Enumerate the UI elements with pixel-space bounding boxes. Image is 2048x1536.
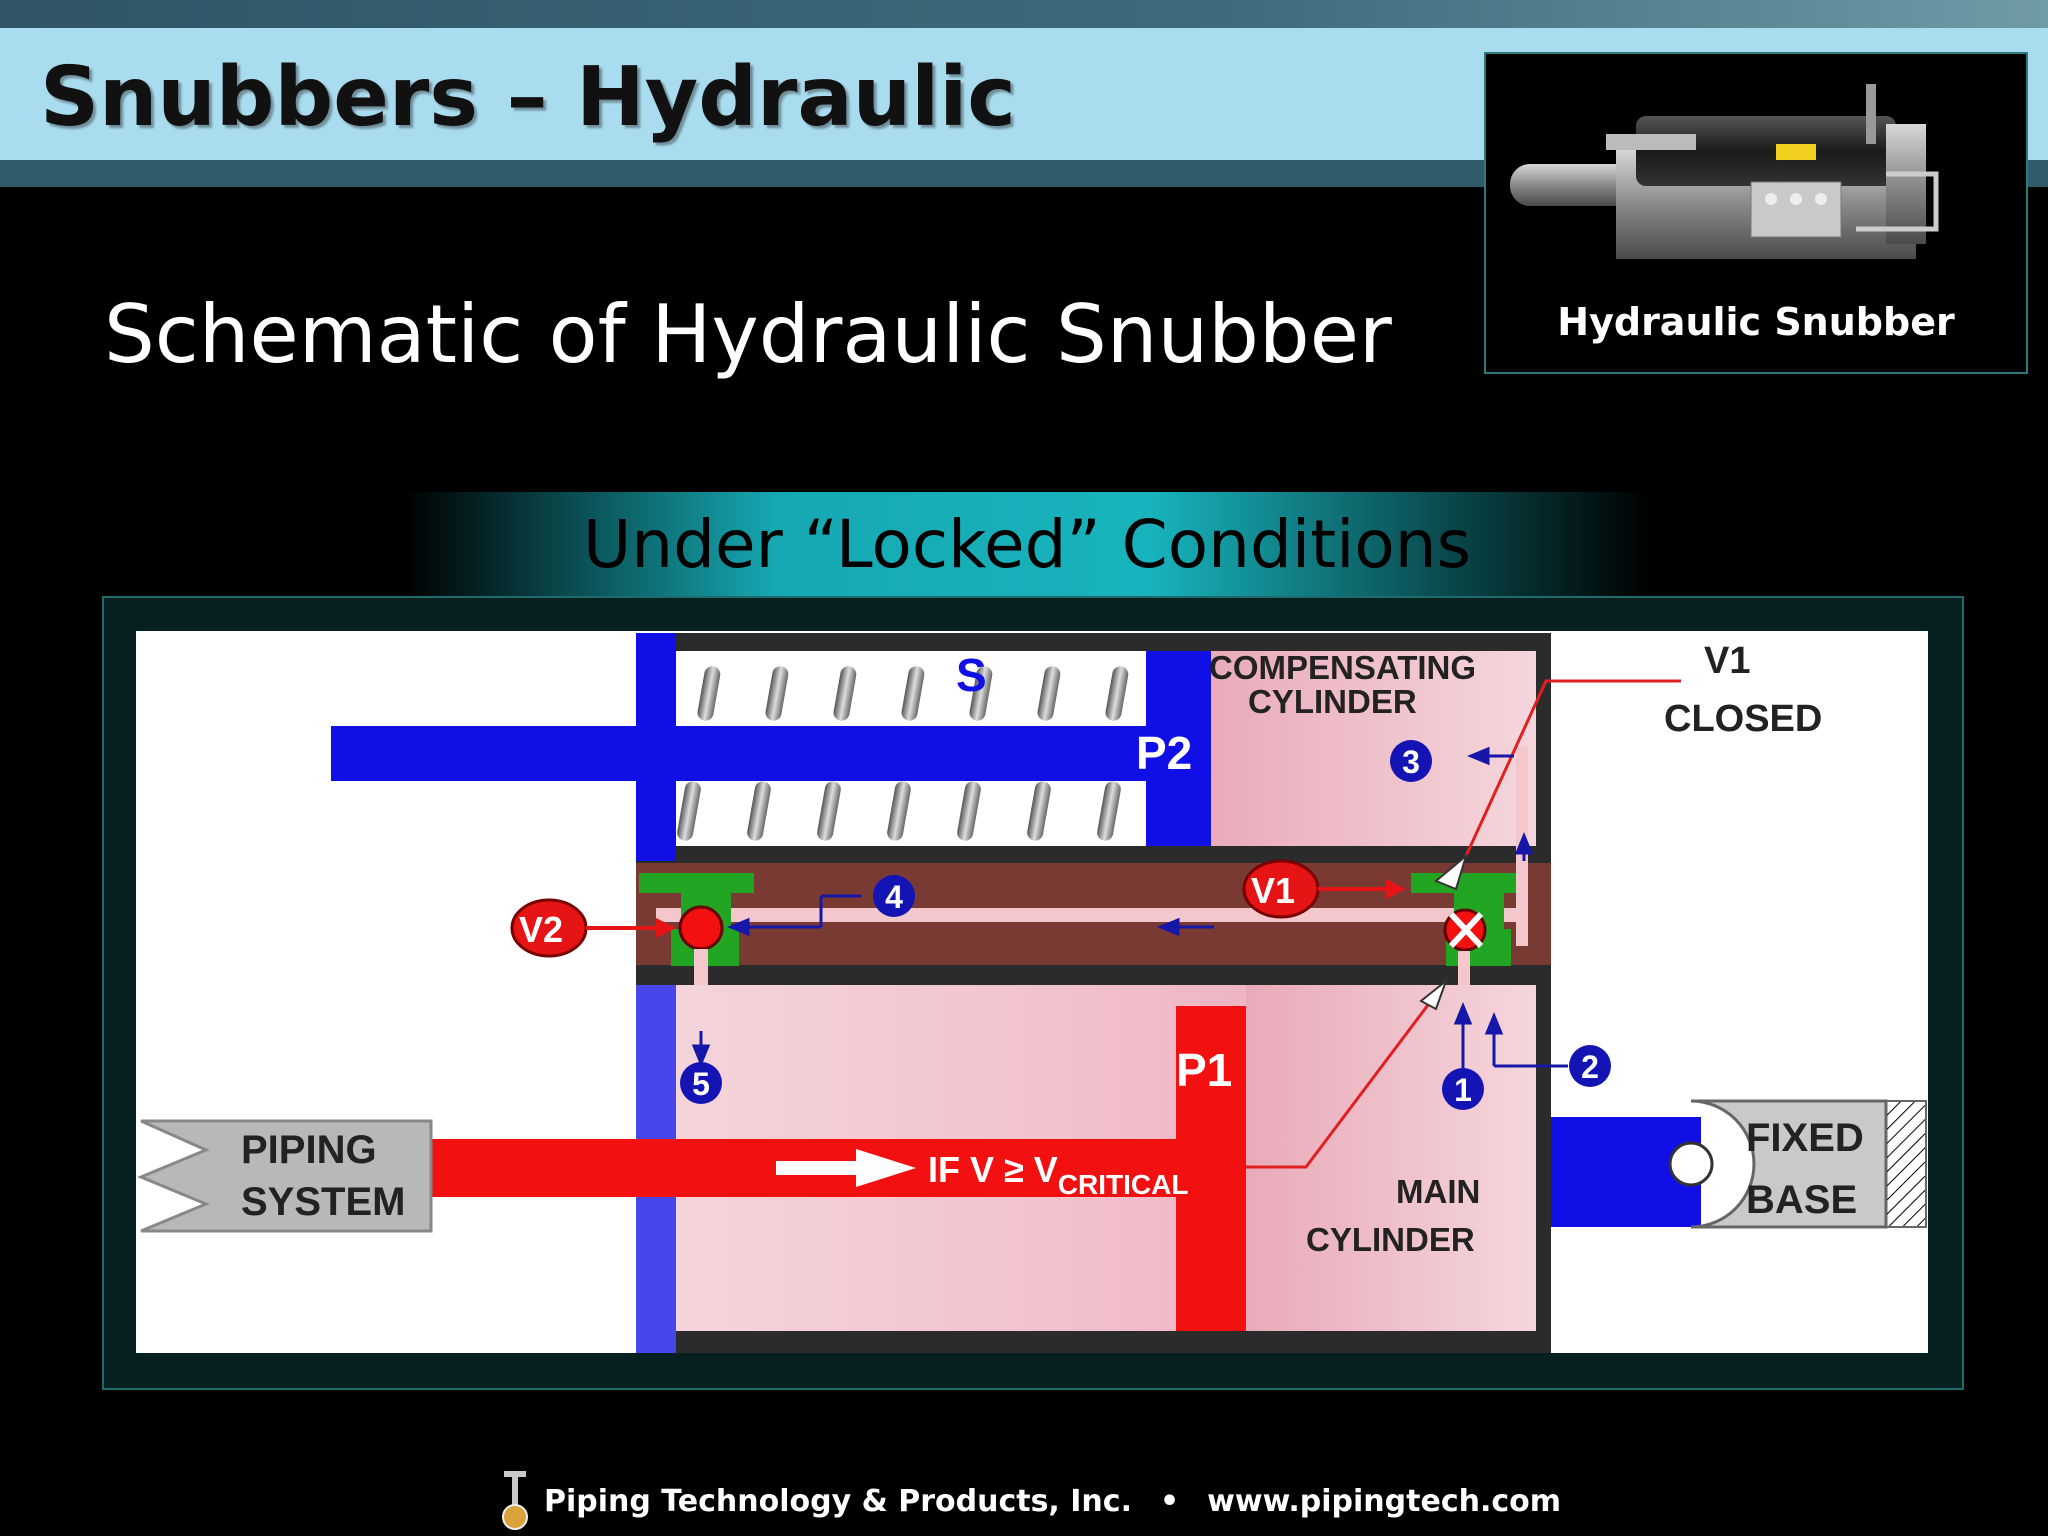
fixed-label: FIXED (1746, 1116, 1864, 1160)
slide-title: Snubbers – Hydraulic (40, 50, 1016, 145)
footer-separator: • (1159, 1483, 1180, 1519)
main-label: MAIN (1396, 1173, 1480, 1210)
passage-wall (636, 965, 1551, 985)
marker-4: 4 (873, 875, 915, 917)
condition-banner: Under “Locked” Conditions (404, 492, 1650, 596)
v1-badge: V1 (1242, 859, 1406, 919)
piping-system-block (137, 1119, 433, 1233)
spring-coils (677, 666, 1129, 841)
svg-text:2: 2 (1581, 1049, 1599, 1085)
footer: Piping Technology & Products, Inc. • www… (500, 1471, 1562, 1530)
v1-status-label: V1 (1704, 640, 1750, 682)
main-label-2: CYLINDER (1306, 1221, 1475, 1258)
svg-text:V1: V1 (1251, 870, 1295, 911)
fixed-label-2: BASE (1746, 1178, 1857, 1222)
hydraulic-snubber-photo (1510, 84, 1939, 259)
snubber-schematic: COMPENSATING CYLINDER S P2 P1 IF V ≥ VCR… (136, 631, 1928, 1353)
svg-text:V2: V2 (519, 909, 563, 950)
velocity-arrow (776, 1149, 916, 1187)
compensating-fluid (1201, 651, 1536, 846)
piping-label-2: SYSTEM (241, 1180, 405, 1224)
compensating-piston (1146, 651, 1211, 846)
svg-text:4: 4 (885, 879, 903, 915)
v1-arrowhead (1434, 853, 1468, 891)
compensating-label: COMPENSATING (1209, 649, 1476, 686)
fixed-base-block (1690, 1099, 1888, 1229)
company-logo-icon (502, 1471, 528, 1530)
v1-closed-leader (1464, 679, 1681, 857)
fixed-base-hatch (1885, 1100, 1927, 1228)
p2-label: P2 (1136, 727, 1192, 779)
marker-2: 2 (1569, 1045, 1611, 1087)
banner-title: Under “Locked” Conditions (582, 506, 1472, 583)
passage-channel (656, 908, 1516, 922)
compensating-label-2: CYLINDER (1248, 683, 1417, 720)
piping-label: PIPING (241, 1128, 377, 1172)
critical-leader (1246, 980, 1448, 1169)
main-cylinder-fluid-right (1246, 985, 1536, 1331)
footer-company: Piping Technology & Products, Inc. (544, 1483, 1132, 1519)
svg-text:3: 3 (1402, 744, 1420, 780)
spring-label: S (956, 649, 987, 701)
marker-5: 5 (680, 1062, 722, 1104)
compensating-piston-rod (331, 726, 1166, 781)
svg-text:5: 5 (692, 1066, 710, 1102)
v1-status-label-2: CLOSED (1664, 698, 1822, 740)
flow-arrows (691, 746, 1568, 1071)
p1-label: P1 (1176, 1044, 1232, 1096)
svg-text:1: 1 (1454, 1072, 1472, 1108)
slide-subtitle: Schematic of Hydraulic Snubber (104, 288, 1392, 381)
pin-joint (1668, 1141, 1714, 1187)
marker-1: 1 (1442, 1068, 1484, 1110)
v2-badge: V2 (510, 898, 676, 958)
condition-label: IF V ≥ VCRITICAL (928, 1149, 1188, 1200)
critical-arrowhead (1419, 978, 1449, 1011)
footer-website[interactable]: www.pipingtech.com (1207, 1483, 1562, 1519)
top-strip (0, 0, 2048, 28)
upper-blue-wall (636, 633, 676, 861)
photo-caption: Hydraulic Snubber (1557, 300, 1955, 344)
snubber-photo-box: Hydraulic Snubber (1484, 52, 2028, 374)
marker-3: 3 (1390, 740, 1432, 782)
